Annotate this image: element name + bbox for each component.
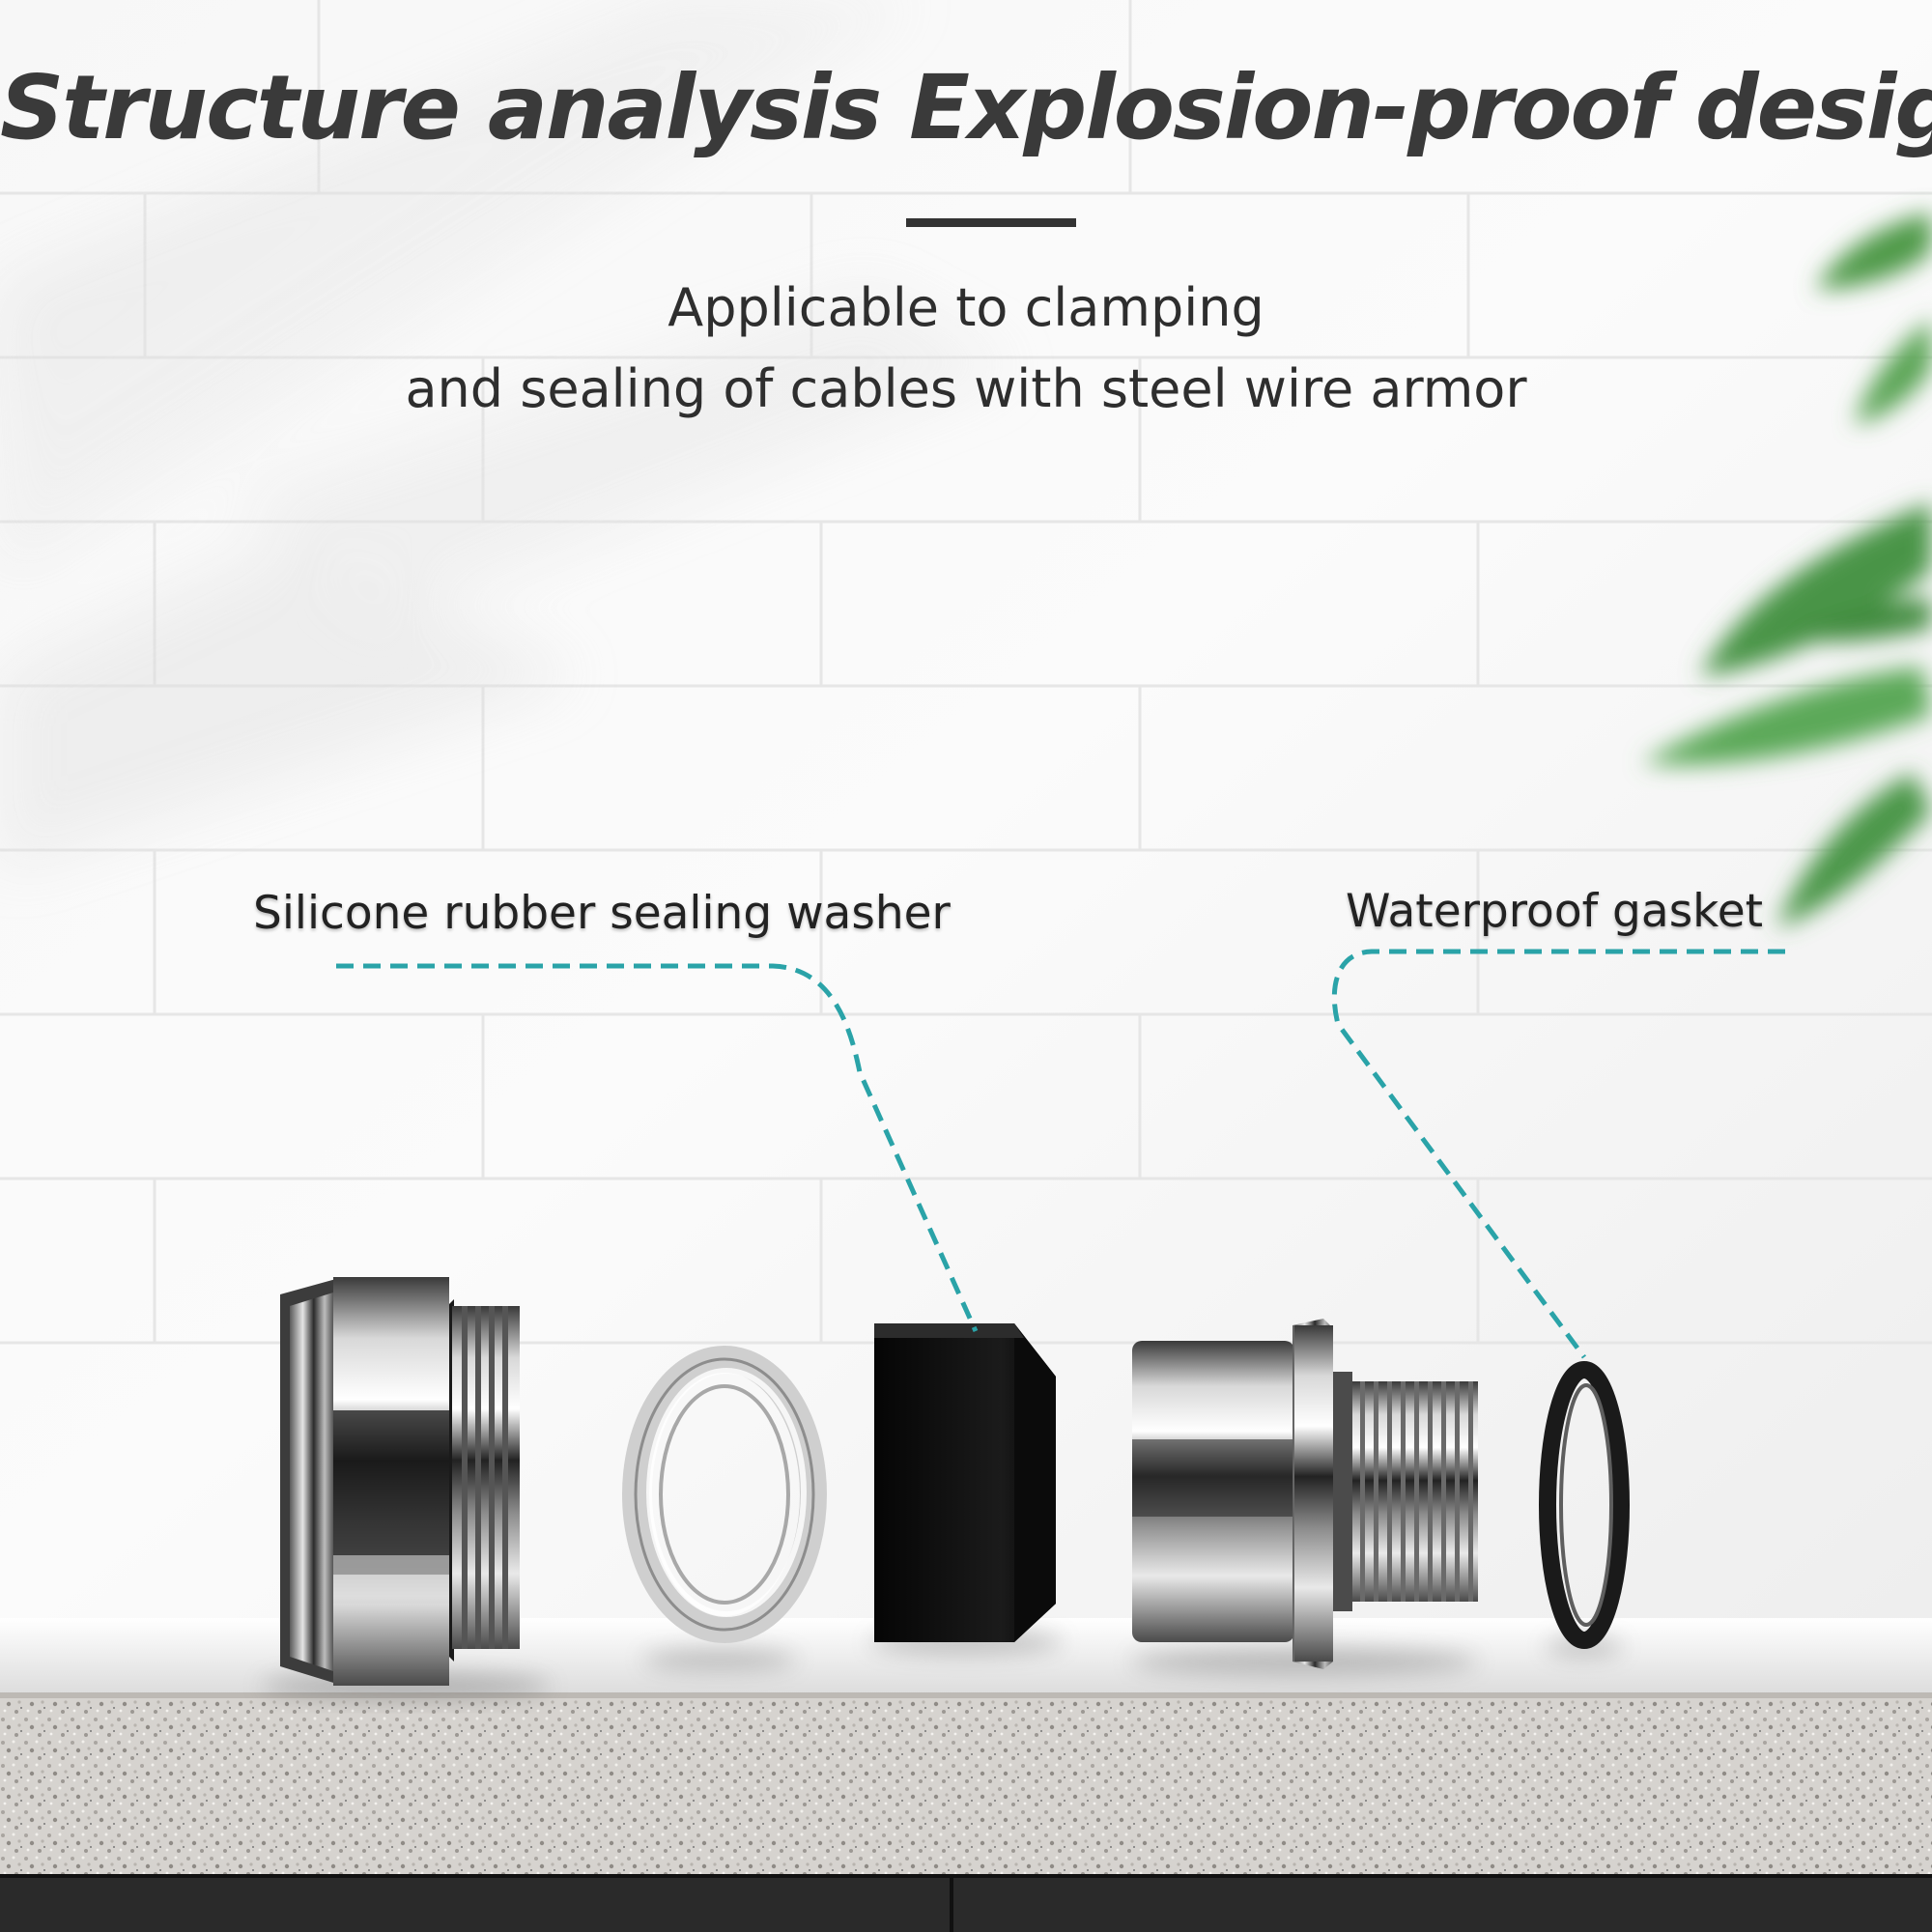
rubber-sealing-washer-part [874,1323,1056,1642]
leader-line-gasket [1331,949,1785,1359]
leader-line-washer [336,963,979,1333]
title-divider [906,218,1076,227]
waterproof-gasket-part [1539,1361,1630,1649]
subtitle-line-2: and sealing of cables with steel wire ar… [405,358,1527,419]
subtitle-line-1: Applicable to clamping [668,277,1264,338]
hex-cap-nut-part [280,1277,520,1686]
gland-body-part [1132,1319,1478,1669]
clear-ring-part [622,1346,827,1643]
callout-waterproof-gasket-label: Waterproof gasket [1346,885,1764,938]
page-title: Structure analysis Explosion-proof desig… [0,56,1932,159]
plant-leaves [1642,213,1932,927]
callout-silicone-washer-label: Silicone rubber sealing washer [253,887,951,940]
